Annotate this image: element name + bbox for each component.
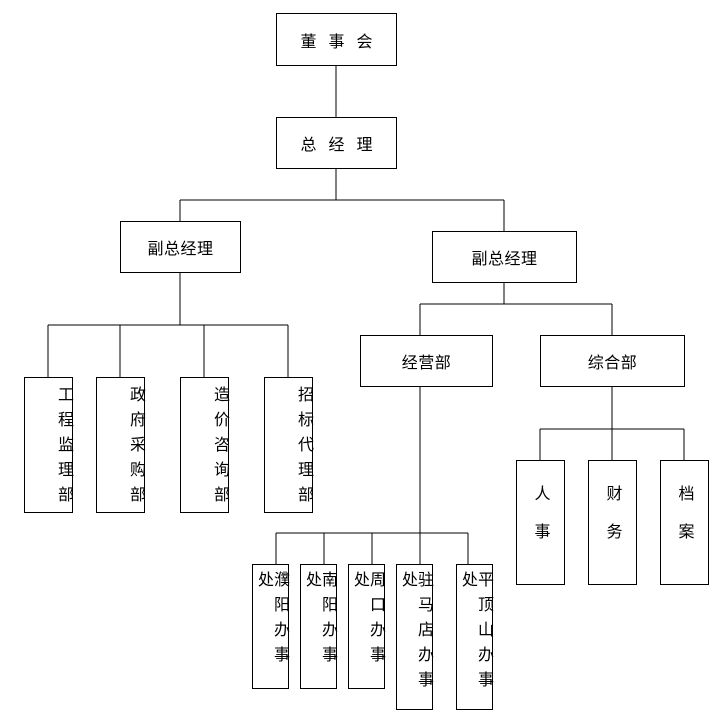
node-archives: 档案 bbox=[660, 460, 709, 585]
node-engineering-supervision: 工程监理部 bbox=[24, 377, 74, 513]
node-operations: 经营部 bbox=[360, 335, 493, 387]
node-board: 董事会 bbox=[276, 13, 397, 66]
node-deputy-gm-left: 副总经理 bbox=[120, 221, 241, 273]
node-hr: 人事 bbox=[516, 460, 565, 585]
node-general-affairs: 综合部 bbox=[540, 335, 685, 387]
node-office-nanyang: 南阳办事处 bbox=[300, 564, 338, 689]
node-office-puyang: 濮阳办事处 bbox=[252, 564, 290, 689]
node-office-zhumadian: 驻马店办事处 bbox=[396, 564, 434, 710]
node-general-manager: 总经理 bbox=[276, 117, 397, 169]
node-cost-consulting: 造价咨询部 bbox=[180, 377, 230, 513]
node-bidding-agency: 招标代理部 bbox=[264, 377, 314, 513]
node-finance: 财务 bbox=[588, 460, 637, 585]
node-office-pingdingshan: 平顶山办事处 bbox=[456, 564, 494, 710]
node-office-zhoukou: 周口办事处 bbox=[348, 564, 386, 689]
node-deputy-gm-right: 副总经理 bbox=[432, 231, 577, 283]
node-government-procurement: 政府采购部 bbox=[96, 377, 146, 513]
